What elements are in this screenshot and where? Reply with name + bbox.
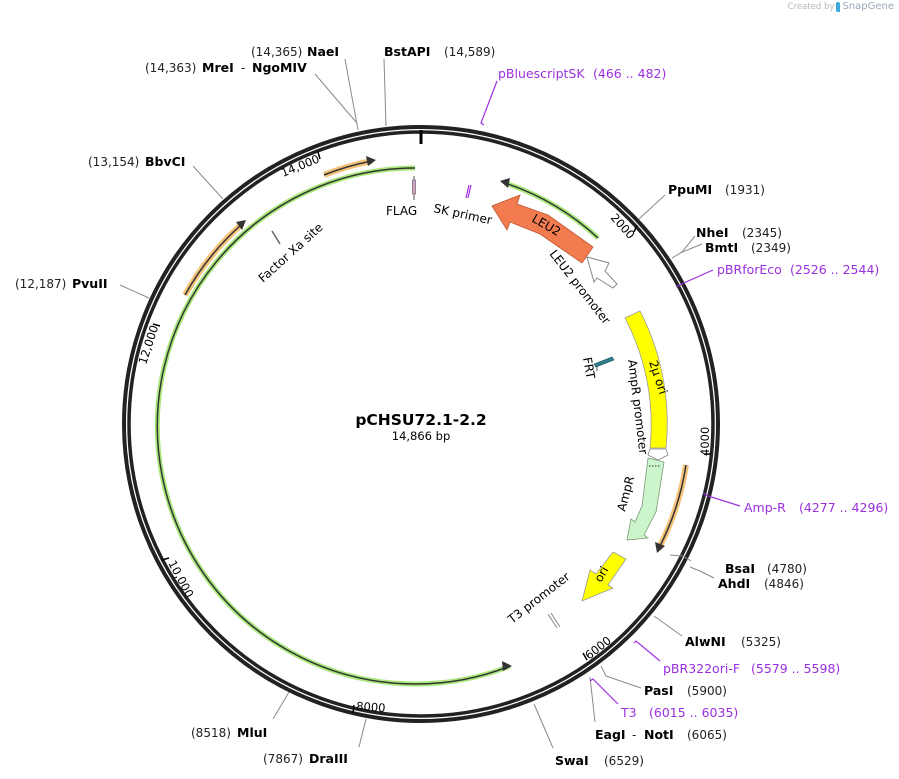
- t3-promoter-label: T3 promoter: [504, 569, 572, 627]
- svg-text:pBluescriptSK: pBluescriptSK: [498, 66, 585, 81]
- tick-8000: 8000: [356, 699, 386, 715]
- snapgene-logo-icon: [836, 1, 841, 12]
- restriction-site-bbvci[interactable]: (13,154) BbvCI: [88, 154, 185, 169]
- svg-text:PasI: PasI: [644, 683, 673, 698]
- svg-text:NheI: NheI: [696, 225, 729, 240]
- tick-14000: 14,000: [279, 152, 322, 180]
- orf-ampr-orange: [655, 464, 689, 553]
- primer-pbluescriptsk[interactable]: pBluescriptSK (466 .. 482): [480, 66, 666, 126]
- svg-text:(5579 .. 5598): (5579 .. 5598): [751, 661, 840, 676]
- svg-text:(466 .. 482): (466 .. 482): [593, 66, 666, 81]
- restriction-site-draiii[interactable]: (7867) DraIII: [263, 751, 348, 766]
- svg-text:(13,154): (13,154): [88, 155, 139, 169]
- svg-text:PvuII: PvuII: [72, 276, 108, 291]
- ampr-label: AmpR: [614, 475, 637, 513]
- svg-text:(6065): (6065): [687, 728, 727, 742]
- svg-text:AhdI: AhdI: [718, 576, 750, 591]
- svg-text:DraIII: DraIII: [309, 751, 348, 766]
- sk-primer-label: SK primer: [432, 201, 493, 227]
- credit-prefix: Created by: [787, 1, 835, 12]
- tick-4000: 4000: [698, 427, 712, 456]
- svg-text:NaeI: NaeI: [307, 44, 339, 59]
- svg-text:SwaI: SwaI: [555, 753, 589, 768]
- restriction-site-eagi-noti[interactable]: EagI - NotI (6065): [595, 727, 727, 742]
- svg-text:(1931): (1931): [725, 183, 765, 197]
- svg-text:T3: T3: [620, 705, 637, 720]
- svg-text:(5325): (5325): [741, 635, 781, 649]
- restriction-site-bstapi[interactable]: BstAPI (14,589): [384, 44, 495, 59]
- svg-text:(8518): (8518): [191, 726, 231, 740]
- primer-pbrforeco[interactable]: pBRforEco (2526 .. 2544): [675, 262, 879, 288]
- restriction-leaders: [119, 58, 715, 749]
- svg-text:BbvCI: BbvCI: [145, 154, 185, 169]
- restriction-site-naei[interactable]: (14,365) NaeI: [251, 44, 339, 59]
- restriction-site-alwni[interactable]: AlwNI (5325): [685, 634, 781, 649]
- feature-ampr: AmpR: [614, 457, 665, 541]
- svg-text:NgoMIV: NgoMIV: [252, 60, 307, 75]
- svg-text:AlwNI: AlwNI: [685, 634, 726, 649]
- restriction-site-nhei[interactable]: NheI (2345): [696, 225, 782, 240]
- svg-text:-: -: [241, 61, 245, 75]
- svg-text:pBR322ori-F: pBR322ori-F: [663, 661, 740, 676]
- svg-text:(12,187): (12,187): [15, 277, 66, 291]
- svg-text:NotI: NotI: [644, 727, 674, 742]
- svg-text:MreI: MreI: [202, 60, 234, 75]
- plasmid-name: pCHSU72.1-2.2: [355, 411, 486, 429]
- tick-10000: 10,000: [165, 558, 196, 600]
- svg-text:(2345): (2345): [742, 226, 782, 240]
- restriction-site-ppumi[interactable]: PpuMI (1931): [668, 182, 765, 197]
- orf-left-orange: [182, 220, 246, 297]
- restriction-site-bmti[interactable]: BmtI (2349): [705, 240, 791, 255]
- svg-text:BmtI: BmtI: [705, 240, 738, 255]
- flag-label: FLAG: [386, 204, 417, 218]
- restriction-site-pasi[interactable]: PasI (5900): [644, 683, 727, 698]
- svg-text:(14,365): (14,365): [251, 45, 302, 59]
- svg-text:(4846): (4846): [764, 577, 804, 591]
- primer-amp-r[interactable]: Amp-R (4277 .. 4296): [702, 492, 888, 515]
- svg-text:(4780): (4780): [767, 562, 807, 576]
- plasmid-length: 14,866 bp: [392, 429, 451, 443]
- orf-large-left: [154, 165, 512, 687]
- svg-text:BstAPI: BstAPI: [384, 44, 430, 59]
- factor-xa-label: Factor Xa site: [256, 220, 326, 285]
- snapgene-credit: Created by SnapGene: [788, 1, 894, 12]
- feature-flag: FLAG: [386, 176, 417, 218]
- restriction-site-ahdi[interactable]: AhdI (4846): [718, 576, 804, 591]
- svg-text:(5900): (5900): [687, 684, 727, 698]
- svg-text:PpuMI: PpuMI: [668, 182, 712, 197]
- primer-pbr322ori-f[interactable]: pBR322ori-F (5579 .. 5598): [633, 640, 840, 676]
- svg-text:(6529): (6529): [604, 754, 644, 768]
- svg-text:-: -: [632, 728, 636, 742]
- restriction-site-mrei-ngomiv[interactable]: (14,363) MreI - NgoMIV: [145, 60, 307, 75]
- svg-text:(6015 .. 6035): (6015 .. 6035): [649, 705, 738, 720]
- svg-text:MluI: MluI: [237, 725, 267, 740]
- feature-t3-promoter: T3 promoter: [504, 569, 573, 629]
- feature-sk-primer: SK primer: [432, 184, 493, 227]
- orf-leu2-green: [500, 178, 600, 240]
- svg-text:(4277 .. 4296): (4277 .. 4296): [799, 500, 888, 515]
- restriction-site-swai[interactable]: SwaI (6529): [555, 753, 644, 768]
- primer-t3[interactable]: T3 (6015 .. 6035): [589, 678, 738, 720]
- feature-ori: ori: [581, 551, 627, 602]
- svg-text:(2526 .. 2544): (2526 .. 2544): [790, 262, 879, 277]
- restriction-site-pvuii[interactable]: (12,187) PvuII: [15, 276, 108, 291]
- feature-frt: FRT: [580, 356, 615, 381]
- svg-text:Amp-R: Amp-R: [744, 500, 786, 515]
- feature-factor-xa: Factor Xa site: [256, 220, 326, 285]
- restriction-site-bsai[interactable]: BsaI (4780): [725, 561, 807, 576]
- svg-text:(2349): (2349): [751, 241, 791, 255]
- svg-text:BsaI: BsaI: [725, 561, 755, 576]
- frt-label: FRT: [580, 356, 598, 380]
- orf-top-orange: [322, 156, 376, 178]
- svg-text:pBRforEco: pBRforEco: [717, 262, 782, 277]
- svg-text:EagI: EagI: [595, 727, 626, 742]
- ori-label: ori: [591, 564, 611, 585]
- svg-text:(7867): (7867): [263, 752, 303, 766]
- svg-text:(14,363): (14,363): [145, 61, 196, 75]
- feature-leu2: LEU2: [491, 194, 594, 264]
- restriction-site-mlui[interactable]: (8518) MluI: [191, 725, 267, 740]
- svg-text:(14,589): (14,589): [444, 45, 495, 59]
- credit-brand: SnapGene: [842, 1, 894, 12]
